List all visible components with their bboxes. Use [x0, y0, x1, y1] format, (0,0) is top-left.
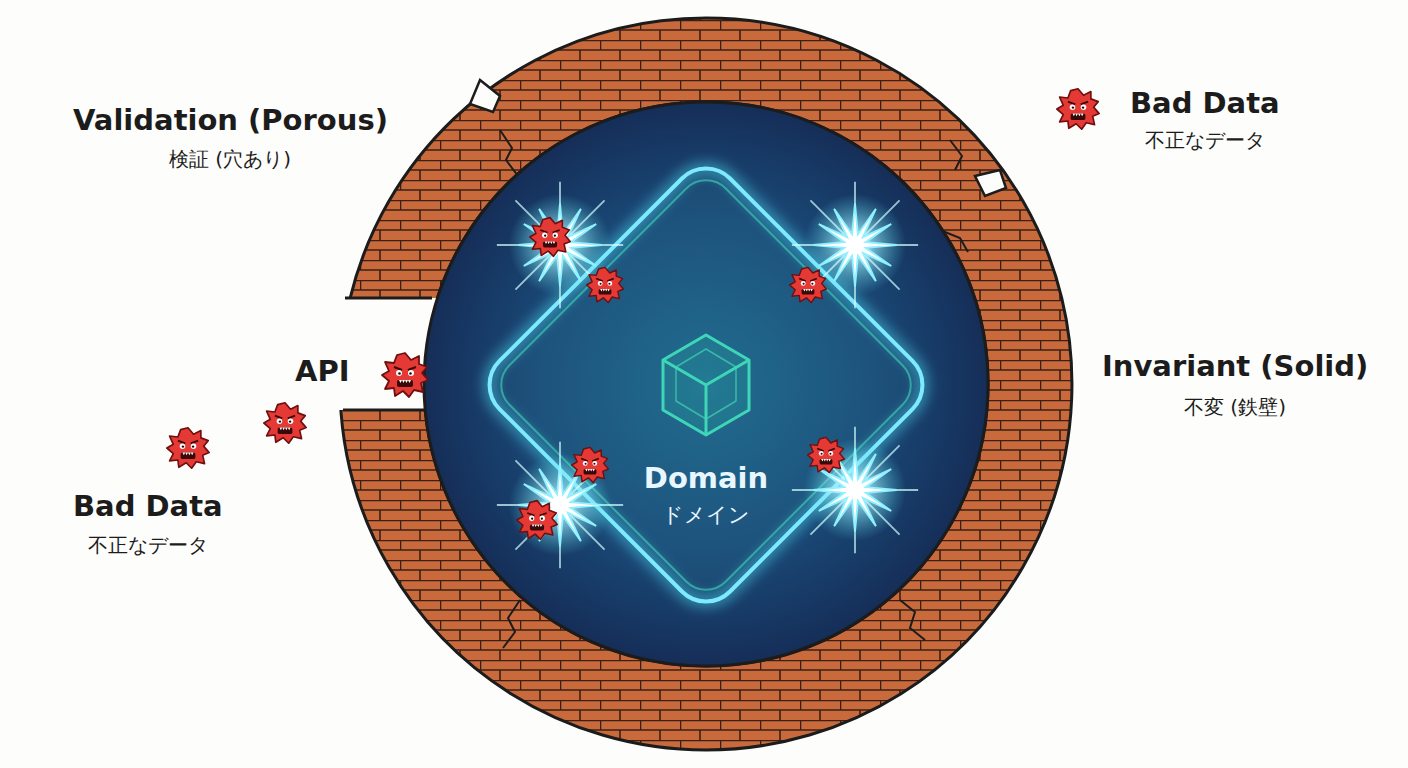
invariant-boundary — [470, 149, 942, 621]
bad-data-monster — [167, 428, 209, 468]
node-subtitle: ドメイン — [470, 501, 942, 529]
threat-label: Bad Data — [1130, 86, 1280, 120]
threat-label: Bad Data — [73, 489, 223, 523]
bad-data-monster — [517, 501, 557, 540]
domain-diamond: Domain ドメイン — [470, 149, 942, 621]
layer-label: Validation (Porous) — [73, 103, 388, 137]
gap-label: API — [295, 354, 350, 388]
diamond-outline — [475, 154, 936, 615]
layer-label-jp: 不変 (鉄壁) — [1184, 394, 1286, 421]
bad-data-monster — [1057, 89, 1099, 129]
threat-label-jp: 不正なデータ — [1145, 127, 1265, 154]
wall-notch — [975, 170, 1006, 196]
bad-data-monster — [530, 218, 570, 257]
gap-edge — [343, 298, 432, 410]
threat-label-jp: 不正なデータ — [88, 532, 208, 559]
layer-label: Invariant (Solid) — [1102, 349, 1368, 383]
bad-data-monster — [264, 403, 306, 443]
bad-data-monster — [382, 353, 428, 397]
node-title: Domain — [470, 461, 942, 495]
inner-core — [424, 102, 988, 666]
wall-notch — [470, 80, 500, 112]
layer-label-jp: 検証 (穴あり) — [169, 146, 291, 173]
brick-wall — [340, 18, 1072, 750]
cube-icon — [663, 335, 749, 435]
